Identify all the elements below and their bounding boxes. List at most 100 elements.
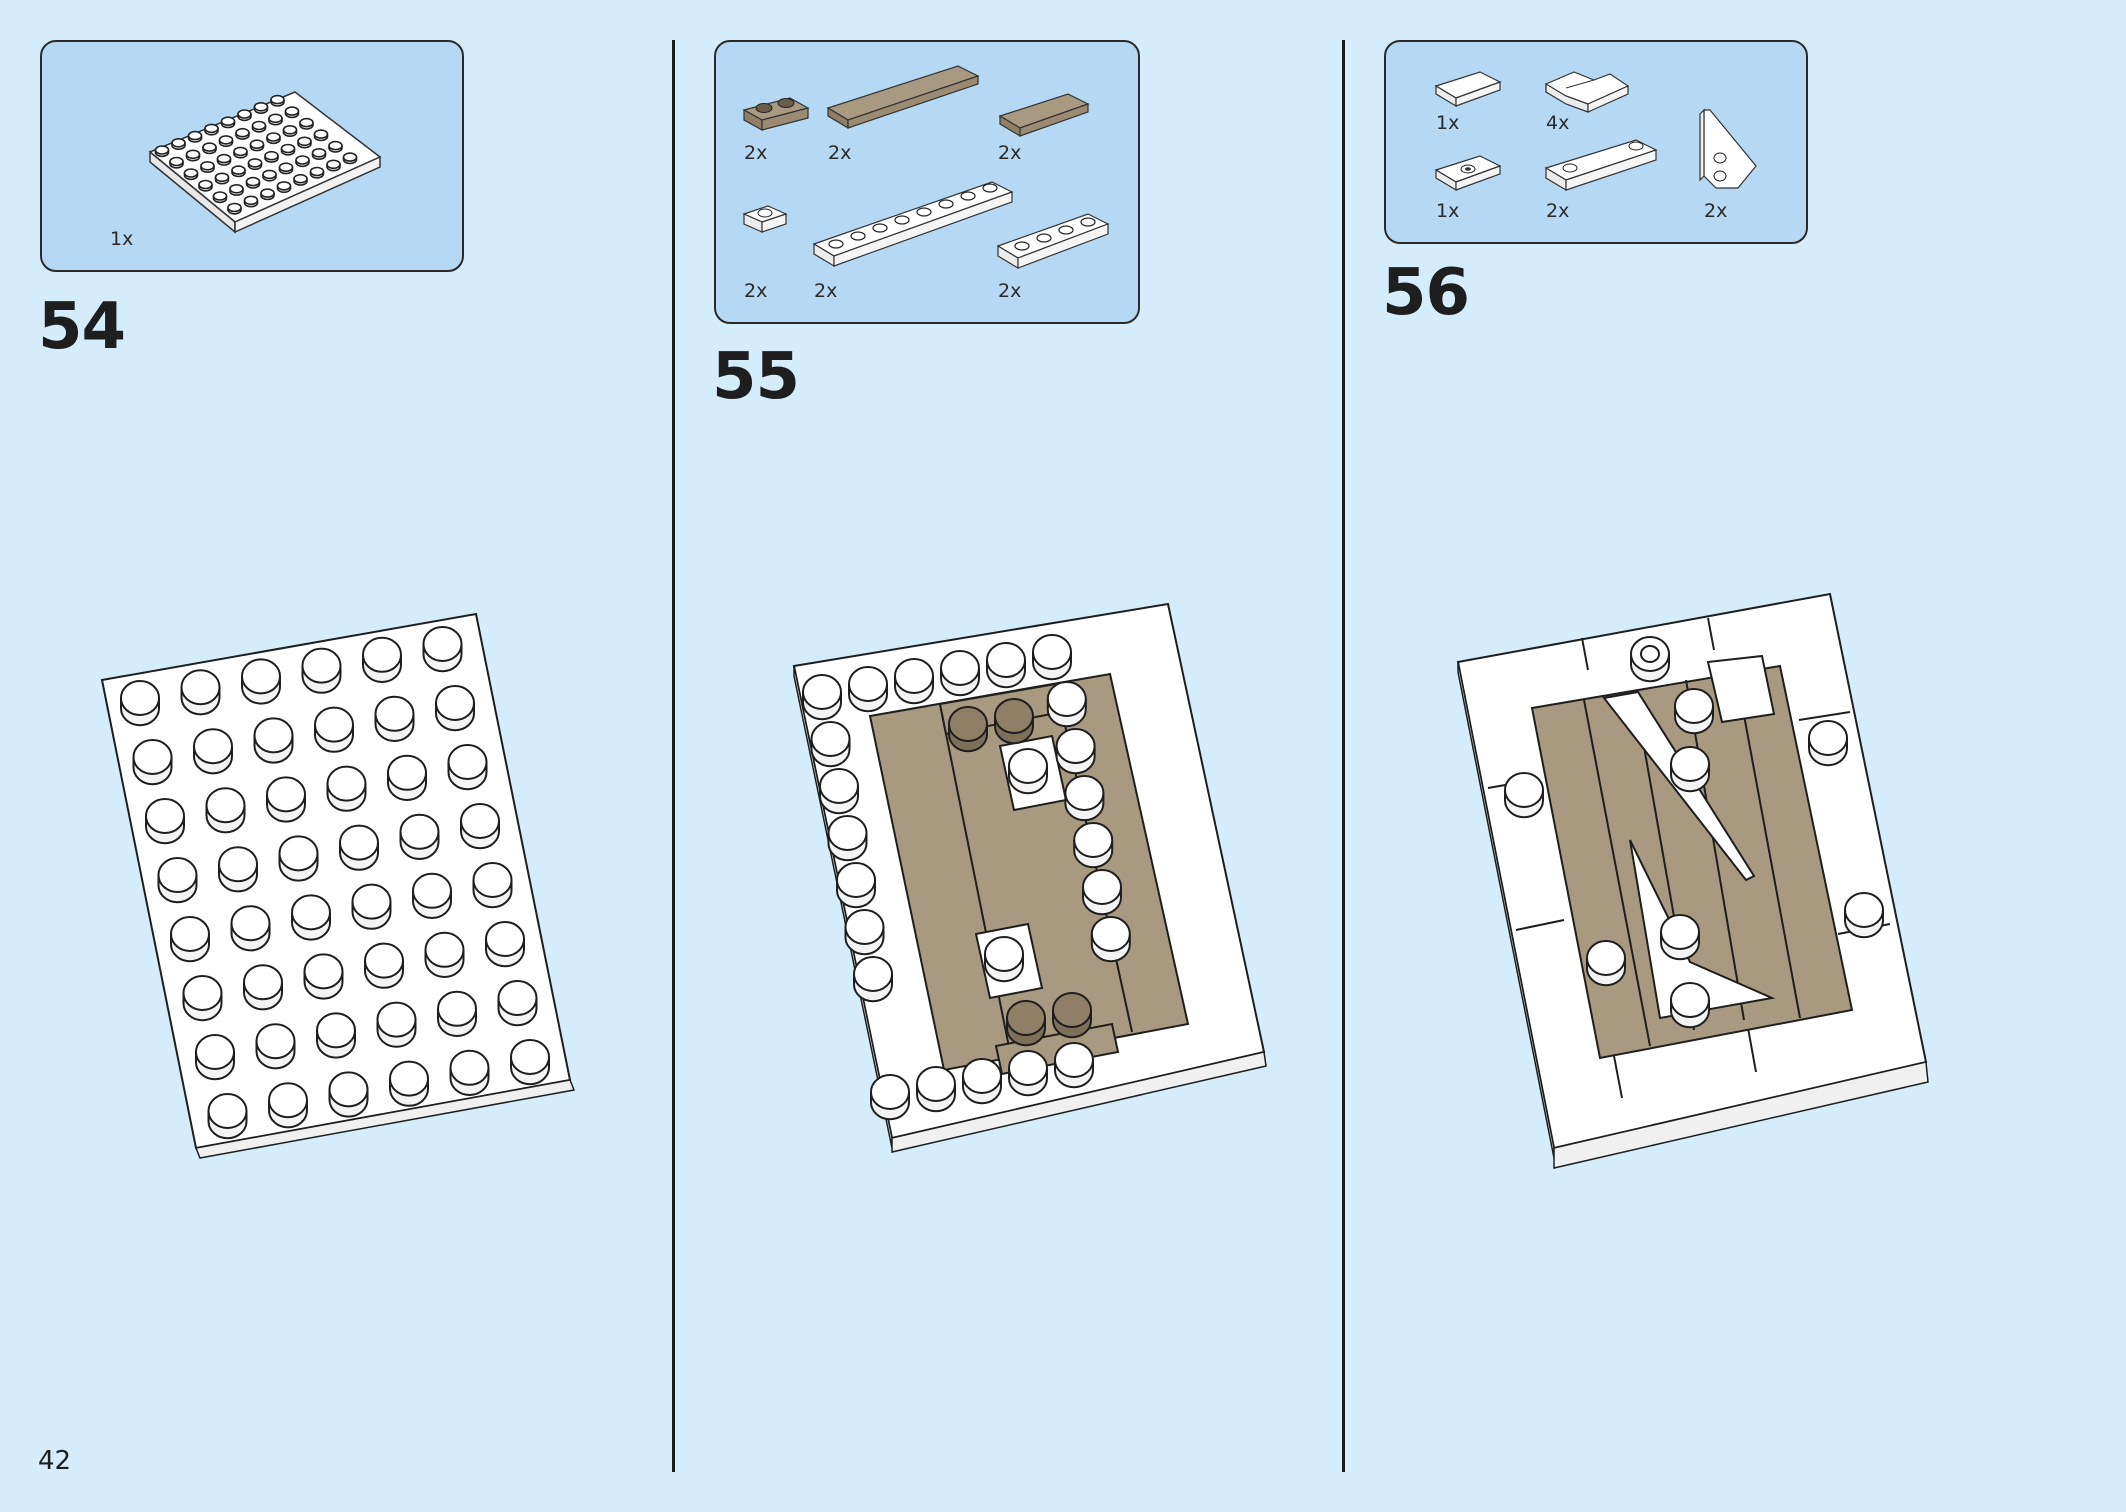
stud: [233, 146, 248, 157]
stud: [291, 894, 331, 931]
stud: [145, 798, 185, 834]
stud: [243, 964, 283, 1001]
stud: [251, 120, 267, 131]
stud: [1090, 916, 1131, 952]
stud: [187, 130, 203, 141]
stud: [449, 1049, 490, 1086]
part-qty-label: 1x: [1436, 112, 1460, 134]
stud: [1046, 681, 1087, 717]
part-qty-label: 2x: [998, 142, 1022, 164]
stud: [278, 835, 319, 872]
stud: [169, 156, 184, 167]
stud: [1082, 869, 1122, 905]
stud: [1504, 772, 1544, 808]
stud: [170, 916, 210, 952]
stud: [387, 754, 427, 791]
stud: [1073, 822, 1114, 858]
stud: [1586, 940, 1626, 976]
stud: [284, 106, 300, 116]
tile-corner-white-icon: [1545, 71, 1630, 113]
stud: [220, 116, 236, 127]
tile-1x8-dark-tan-icon: [826, 65, 980, 130]
stud: [422, 626, 463, 662]
column-divider-right: [1342, 40, 1345, 1472]
stud: [218, 135, 234, 145]
plate-1x4-white-icon: [996, 213, 1110, 270]
stud: [351, 883, 392, 920]
stud: [994, 698, 1034, 734]
stud: [362, 636, 402, 673]
parts-callout-step-55: 2x 2x 2x 2x 2x: [714, 40, 1140, 324]
stud: [424, 931, 465, 968]
stud: [328, 1071, 369, 1108]
stud: [268, 113, 283, 124]
stud: [827, 815, 868, 851]
plate-1x1-white-icon: [742, 205, 788, 233]
stud: [198, 179, 213, 190]
stud: [472, 862, 513, 898]
stud: [1660, 914, 1700, 950]
stud: [301, 647, 342, 684]
step-55-model-frame: [792, 602, 1267, 1153]
stud: [848, 666, 888, 702]
step-56-model-monogram: [1456, 592, 1929, 1169]
stud: [280, 143, 296, 154]
stud: [412, 872, 452, 909]
stud: [948, 706, 988, 742]
stud: [260, 188, 275, 198]
stud: [185, 149, 201, 160]
stud: [245, 176, 261, 187]
stud: [986, 642, 1026, 678]
stud: [1064, 775, 1105, 811]
part-qty-label: 2x: [998, 280, 1022, 302]
stud: [916, 1066, 956, 1102]
stud: [1032, 634, 1072, 670]
stud: [262, 169, 277, 180]
part-qty-label: 2x: [744, 142, 768, 164]
stud: [180, 669, 221, 706]
parts-callout-step-56: 1x 4x 1x 2x 2x: [1384, 40, 1808, 244]
stud: [295, 155, 310, 165]
step-54-model-plate: [100, 612, 576, 1159]
stud: [437, 990, 477, 1027]
part-qty-label: 2x: [744, 280, 768, 302]
stud: [1674, 688, 1714, 724]
stud: [376, 1001, 417, 1038]
stud: [311, 148, 327, 158]
stud: [389, 1060, 429, 1097]
column-divider-left: [672, 40, 675, 1472]
stud: [1670, 746, 1710, 782]
stud: [278, 162, 294, 172]
stud: [303, 953, 344, 990]
stud: [447, 744, 488, 780]
stud: [460, 803, 500, 839]
stud: [485, 921, 525, 957]
stud: [195, 1034, 235, 1070]
stud: [182, 975, 223, 1011]
stud: [264, 150, 279, 161]
stud: [810, 721, 851, 757]
stud: [1054, 1042, 1094, 1078]
stud: [212, 191, 228, 201]
part-qty-label: 2x: [814, 280, 838, 302]
stud: [844, 909, 885, 945]
stud: [1670, 982, 1710, 1018]
stud: [247, 158, 263, 168]
part-qty-label: 2x: [1546, 200, 1570, 222]
stud: [339, 824, 379, 861]
stud: [216, 153, 232, 164]
stud: [894, 658, 934, 694]
stud: [316, 1012, 356, 1049]
plate-1x4-2-studs-white-icon: [1544, 139, 1658, 192]
stud: [204, 123, 219, 134]
stud: [497, 980, 538, 1016]
stud: [235, 127, 250, 138]
stud: [214, 172, 230, 183]
parts-callout-step-54: 1x: [40, 40, 464, 272]
stud: [399, 813, 440, 850]
stud: [183, 168, 199, 178]
stud: [1055, 728, 1096, 764]
stud: [266, 776, 306, 813]
stud: [313, 129, 329, 139]
part-qty-label: 1x: [1436, 200, 1460, 222]
